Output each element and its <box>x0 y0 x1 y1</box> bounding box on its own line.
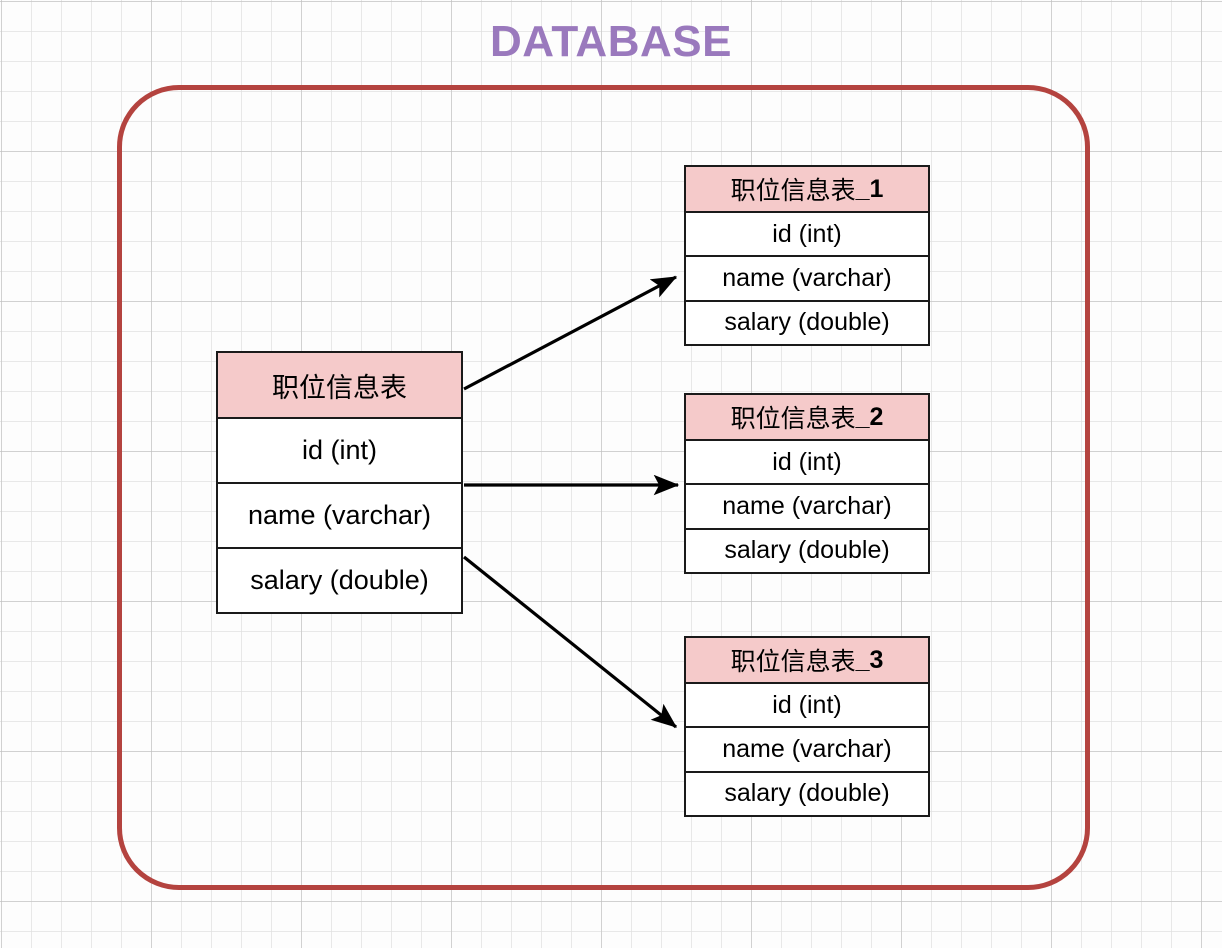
table-shard-2-row-salary: salary (double) <box>724 536 890 565</box>
table-main[interactable]: 职位信息表 id (int) name (varchar) salary (do… <box>216 351 463 614</box>
table-shard-1-header: 职位信息表_1 <box>686 167 928 213</box>
table-shard-1-name: 职位信息表 <box>730 178 856 205</box>
table-shard-2[interactable]: 职位信息表_2 id (int) name (varchar) salary (… <box>684 393 930 574</box>
table-main-name: 职位信息表 <box>272 372 407 403</box>
table-shard-3[interactable]: 职位信息表_3 id (int) name (varchar) salary (… <box>684 636 930 817</box>
page-title: DATABASE <box>490 17 732 66</box>
table-shard-2-row-id: id (int) <box>686 441 928 486</box>
table-shard-3-header: 职位信息表_3 <box>686 638 928 684</box>
table-shard-3-name: 职位信息表 <box>730 649 856 676</box>
table-main-row-name: name (varchar) <box>218 484 461 549</box>
table-shard-2-header: 职位信息表_2 <box>686 395 928 441</box>
table-shard-2-row-name: name (varchar) <box>686 485 928 530</box>
table-shard-1-suffix: _1 <box>855 174 884 203</box>
table-shard-1-row-id: id (int) <box>686 213 928 258</box>
table-shard-2-suffix: _2 <box>855 402 884 431</box>
table-main-row-id: id (int) <box>218 419 461 484</box>
table-shard-3-suffix: _3 <box>855 645 884 674</box>
table-shard-3-row-name: name (varchar) <box>686 728 928 773</box>
table-main-row-salary: salary (double) <box>250 565 429 595</box>
database-container-boundary <box>117 85 1090 890</box>
table-shard-1-row-salary: salary (double) <box>724 308 890 337</box>
table-main-header: 职位信息表 <box>218 353 461 419</box>
table-shard-1-row-name: name (varchar) <box>686 257 928 302</box>
table-shard-3-row-salary: salary (double) <box>724 779 890 808</box>
table-shard-3-row-id: id (int) <box>686 684 928 729</box>
table-shard-1[interactable]: 职位信息表_1 id (int) name (varchar) salary (… <box>684 165 930 346</box>
table-shard-2-name: 职位信息表 <box>730 406 856 433</box>
